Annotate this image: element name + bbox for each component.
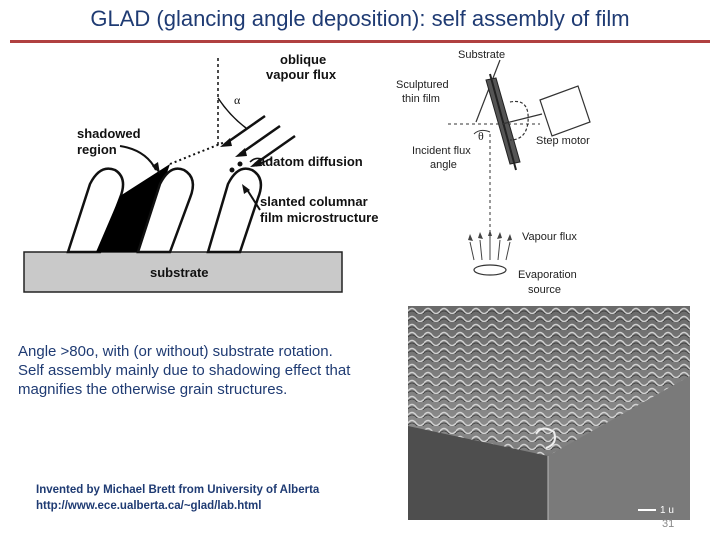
oblique-label-line2: vapour flux <box>266 67 337 82</box>
app-evaporation-line2: source <box>528 284 561 296</box>
body-text: Angle >80o, with (or without) substrate … <box>18 342 398 399</box>
adatom-label: adatom diffusion <box>258 154 363 169</box>
app-sculptured-line2: thin film <box>402 93 440 105</box>
shadowed-label-line2: region <box>77 142 117 157</box>
slide-title: GLAD (glancing angle deposition): self a… <box>90 6 630 31</box>
app-incident-line1: Incident flux <box>412 145 471 157</box>
sem-micrograph: 1 u <box>408 306 690 520</box>
slanted-label-line1: slanted columnar <box>260 194 368 209</box>
body-line-1: Angle >80o, with (or without) substrate … <box>18 343 333 360</box>
alpha-symbol: α <box>234 93 241 107</box>
credit-url[interactable]: http://www.ece.ualberta.ca/~glad/lab.htm… <box>36 500 262 512</box>
app-step-motor: Step motor <box>536 135 590 147</box>
sem-scale-bar: 1 u <box>660 505 674 516</box>
apparatus-diagram: Substrate Sculptured thin film θ Step mo… <box>396 49 591 296</box>
slanted-label-line2: film microstructure <box>260 210 378 225</box>
glad-schematic: substrate α oblique vapour flux shadowed… <box>23 52 378 293</box>
credit-line-1: Invented by Michael Brett from Universit… <box>36 484 320 496</box>
slide-number: 31 <box>662 518 675 530</box>
shadowed-label-line1: shadowed <box>77 126 141 141</box>
substrate-label: substrate <box>150 265 209 280</box>
app-theta: θ <box>478 129 484 143</box>
app-substrate-label: Substrate <box>458 49 505 61</box>
app-sculptured-line1: Sculptured <box>396 79 449 91</box>
app-vapour-flux: Vapour flux <box>522 231 577 243</box>
credit-block: Invented by Michael Brett from Universit… <box>36 482 319 514</box>
body-line-2: Self assembly mainly due to shadowing ef… <box>18 362 351 379</box>
body-line-3: magnifies the otherwise grain structures… <box>18 381 288 398</box>
app-incident-line2: angle <box>430 159 457 171</box>
oblique-label-line1: oblique <box>280 52 326 67</box>
title-rule <box>10 40 710 43</box>
app-evaporation-line1: Evaporation <box>518 269 577 281</box>
